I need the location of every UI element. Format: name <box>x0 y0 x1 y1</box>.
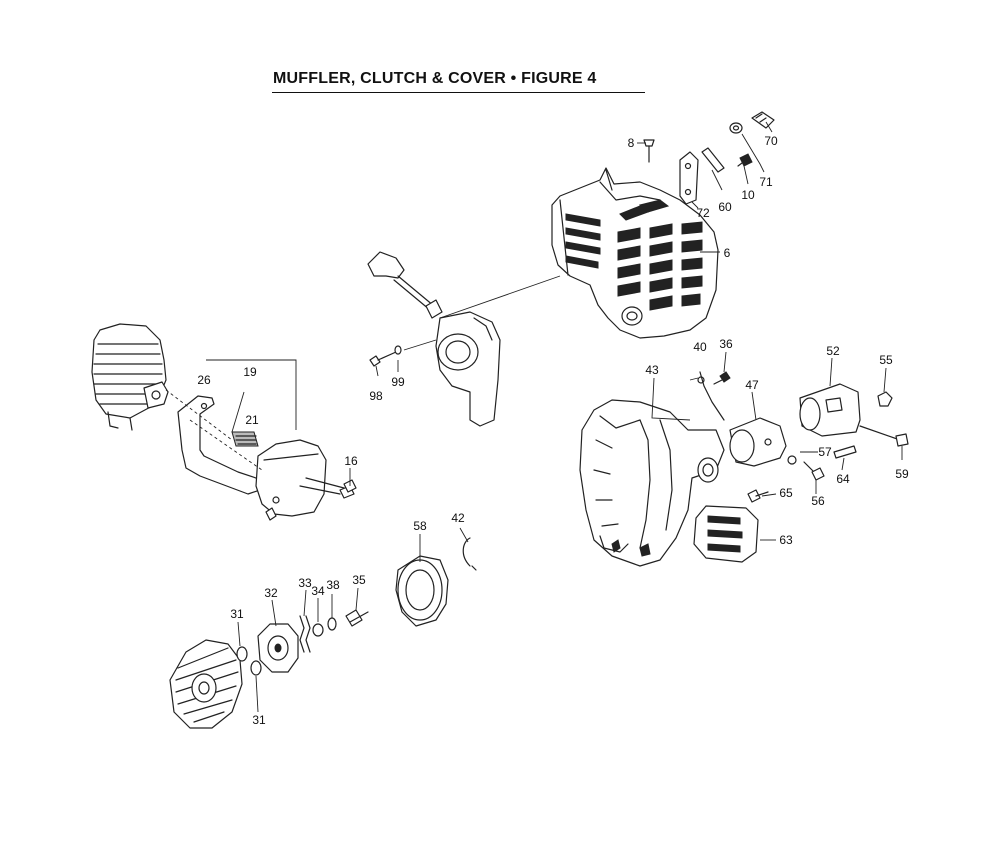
part-label-56: 56 <box>811 494 825 508</box>
part-label-71: 71 <box>759 175 773 189</box>
part-label-35: 35 <box>352 573 366 587</box>
nut-71-part <box>729 122 743 134</box>
part-label-47: 47 <box>745 378 759 392</box>
part-label-31-lower: 31 <box>252 713 266 727</box>
part-label-31-upper: 31 <box>230 607 244 621</box>
part-label-32: 32 <box>264 586 278 600</box>
alignment-line-starter <box>439 275 561 319</box>
part-label-26: 26 <box>197 373 211 387</box>
part-label-59: 59 <box>895 467 909 481</box>
bolt-35-part <box>345 609 369 627</box>
spring-33-part <box>299 615 311 653</box>
part-label-19: 19 <box>243 365 257 379</box>
bolt-56-part <box>803 461 825 481</box>
flywheel-part <box>169 639 243 729</box>
bolt-16-part <box>299 477 357 499</box>
part-label-36: 36 <box>719 337 733 351</box>
bracket-72-part <box>679 151 699 205</box>
leader-lines <box>231 121 903 713</box>
wire-40-part <box>697 371 725 421</box>
part-label-52: 52 <box>826 344 840 358</box>
part-label-65: 65 <box>779 486 793 500</box>
part-label-72: 72 <box>696 206 710 220</box>
knob-70-part <box>751 111 775 129</box>
clutch-32-part <box>257 623 299 673</box>
screw-98-part <box>369 351 397 367</box>
sleeve-47-part <box>729 417 787 467</box>
clutch-housing-43-part <box>579 399 725 567</box>
screw-65-part <box>747 489 769 503</box>
part-label-34: 34 <box>311 584 325 598</box>
guard-63-part <box>693 505 759 563</box>
bolt-59-part <box>859 425 909 447</box>
nut-55-part <box>877 391 893 407</box>
part-label-38: 38 <box>326 578 340 592</box>
group-bracket-19 <box>206 359 297 430</box>
washer-34-38-part <box>312 617 337 637</box>
part-label-43: 43 <box>645 363 659 377</box>
starter-handle-part <box>367 251 443 319</box>
part-label-63: 63 <box>779 533 793 547</box>
washer-31-part <box>236 646 262 676</box>
part-label-57: 57 <box>818 445 832 459</box>
muffler-screen-21-part <box>231 431 259 447</box>
part-label-70: 70 <box>764 134 778 148</box>
figure-title: MUFFLER, CLUTCH & COVER • FIGURE 4 <box>273 70 597 87</box>
washer-99-part <box>394 345 402 355</box>
alignment-dash-muffler <box>165 389 263 471</box>
part-label-16: 16 <box>344 454 358 468</box>
pin-64-part <box>833 445 857 459</box>
link-60-part <box>701 147 725 173</box>
part-label-60: 60 <box>718 200 732 214</box>
part-label-33: 33 <box>298 576 312 590</box>
part-label-99: 99 <box>391 375 405 389</box>
screw-36-part <box>713 371 731 385</box>
retaining-ring-42-part <box>462 537 477 571</box>
recoil-starter-part <box>435 311 501 427</box>
tube-clamp-52-part <box>799 383 861 437</box>
muffler-body-part <box>255 439 327 521</box>
part-label-10: 10 <box>741 188 755 202</box>
part-label-98: 98 <box>369 389 383 403</box>
muffler-bracket-26-part <box>177 395 267 495</box>
clutch-drum-58-part <box>395 555 449 627</box>
cover-vent-slots <box>565 199 703 311</box>
engine-cylinder-part <box>91 323 169 431</box>
part-label-8: 8 <box>627 136 635 150</box>
screw-10-part <box>737 153 753 167</box>
part-label-58: 58 <box>413 519 427 533</box>
part-label-55: 55 <box>879 353 893 367</box>
part-label-64: 64 <box>836 472 850 486</box>
washer-57-part <box>787 455 797 465</box>
alignment-line-screw <box>403 339 437 351</box>
part-label-40: 40 <box>693 340 707 354</box>
part-label-6: 6 <box>723 246 731 260</box>
title-underline <box>272 92 645 93</box>
screw-8-part <box>643 139 655 163</box>
engine-cover-part <box>551 167 719 339</box>
part-label-21: 21 <box>245 413 259 427</box>
part-label-42: 42 <box>451 511 465 525</box>
